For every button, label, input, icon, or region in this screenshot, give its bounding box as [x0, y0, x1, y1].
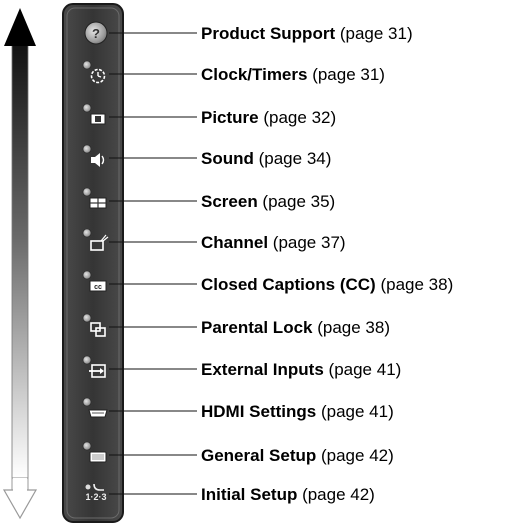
- menu-label-parental-lock: Parental Lock (page 38): [201, 318, 390, 337]
- menu-item-name: Sound: [201, 149, 254, 168]
- menu-label-screen: Screen (page 35): [201, 192, 335, 211]
- menu-item-page-ref: (page 42): [297, 485, 375, 504]
- menu-item-page-ref: (page 41): [324, 360, 402, 379]
- menu-item-page-ref: (page 31): [307, 65, 385, 84]
- tv-antenna-icon: [82, 228, 109, 251]
- menu-label-picture: Picture (page 32): [201, 108, 336, 127]
- menu-item-name: Closed Captions (CC): [201, 275, 376, 294]
- menu-icon-strip: [62, 3, 124, 523]
- menu-label-initial-setup: Initial Setup (page 42): [201, 485, 375, 504]
- menu-item-name: Initial Setup: [201, 485, 297, 504]
- menu-label-closed-captions-cc: Closed Captions (CC) (page 38): [201, 275, 453, 294]
- menu-label-general-setup: General Setup (page 42): [201, 446, 394, 465]
- svg-text:?: ?: [92, 26, 100, 41]
- menu-item-name: Channel: [201, 233, 268, 252]
- question-mark-icon: ?: [84, 21, 108, 45]
- menu-label-hdmi-settings: HDMI Settings (page 41): [201, 402, 394, 421]
- menu-item-name: External Inputs: [201, 360, 324, 379]
- menu-item-page-ref: (page 35): [258, 192, 336, 211]
- menu-item-page-ref: (page 32): [259, 108, 337, 127]
- menu-label-sound: Sound (page 34): [201, 149, 331, 168]
- menu-item-name: Screen: [201, 192, 258, 211]
- menu-item-name: Clock/Timers: [201, 65, 307, 84]
- toolbox-icon: [82, 441, 107, 463]
- parental-lock-icon: [82, 313, 106, 337]
- hdmi-connector-icon: [82, 397, 108, 418]
- input-arrow-icon: [82, 355, 106, 378]
- menu-label-external-inputs: External Inputs (page 41): [201, 360, 401, 379]
- clock-timer-icon: [82, 60, 106, 84]
- menu-labels: Product Support (page 31)Clock/Timers (p…: [201, 24, 453, 504]
- menu-item-page-ref: (page 41): [316, 402, 394, 421]
- menu-item-page-ref: (page 37): [268, 233, 346, 252]
- menu-label-product-support: Product Support (page 31): [201, 24, 413, 43]
- screen-icon: [82, 187, 107, 209]
- leader-lines: [109, 32, 197, 495]
- menu-item-name: General Setup: [201, 446, 316, 465]
- speaker-icon: [82, 144, 105, 167]
- menu-item-page-ref: (page 38): [313, 318, 391, 337]
- menu-label-clock-timers: Clock/Timers (page 31): [201, 65, 385, 84]
- menu-item-page-ref: (page 31): [335, 24, 413, 43]
- menu-label-channel: Channel (page 37): [201, 233, 346, 252]
- menu-item-name: HDMI Settings: [201, 402, 316, 421]
- menu-item-name: Picture: [201, 108, 259, 127]
- menu-item-page-ref: (page 42): [316, 446, 394, 465]
- cc-icon: cc: [82, 270, 107, 292]
- menu-item-page-ref: (page 34): [254, 149, 332, 168]
- menu-item-page-ref: (page 38): [376, 275, 454, 294]
- initial-setup-icon-text: 1·2·3: [85, 492, 106, 502]
- svg-text:cc: cc: [94, 284, 102, 291]
- menu-item-name: Product Support: [201, 24, 335, 43]
- scroll-direction-arrow: [2, 8, 38, 520]
- initial-setup-icon: 1·2·3: [85, 483, 107, 502]
- menu-icons: ? cc 1·2·3: [82, 21, 109, 502]
- picture-icon: [82, 103, 106, 125]
- menu-item-name: Parental Lock: [201, 318, 313, 337]
